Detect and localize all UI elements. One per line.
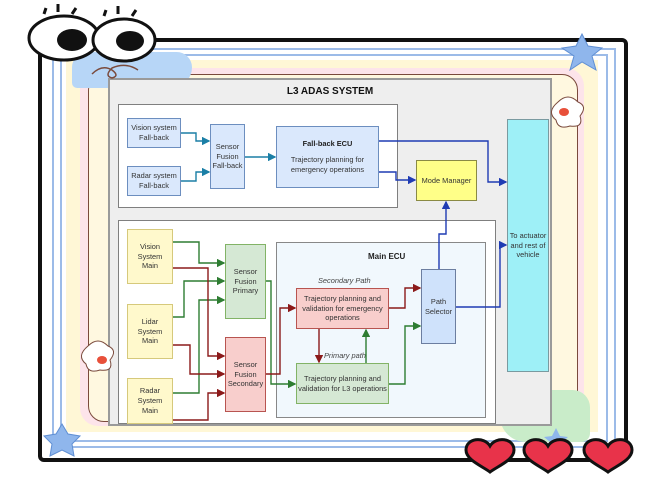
radar-fallback-node: Radar system Fall-back xyxy=(127,166,181,196)
sensor-fusion-fallback-node: Sensor Fusion Fall-back xyxy=(210,124,245,189)
edge-radar-primary xyxy=(173,295,226,394)
edge-l3-selector xyxy=(389,321,422,385)
lidar-main-node: Lidar System Main xyxy=(127,304,173,359)
edge-lidar-primary xyxy=(173,276,226,318)
edge-ecu-mode-manager xyxy=(379,171,417,185)
fallback-ecu-desc: Trajectory planning for emergency operat… xyxy=(290,155,365,174)
sensor-fusion-secondary-node: Sensor Fusion Secondary xyxy=(225,337,266,412)
radar-main-node: Radar System Main xyxy=(127,378,173,424)
vision-main-node: Vision System Main xyxy=(127,229,173,284)
diagram-title: L3 ADAS SYSTEM xyxy=(286,86,374,97)
mode-manager-node: Mode Manager xyxy=(416,160,477,201)
edge-vision-primary xyxy=(173,241,226,268)
secondary-path-label: Secondary Path xyxy=(318,276,371,285)
edge-selector-actuator xyxy=(456,240,508,308)
fallback-ecu-node: Fall-back ECU Trajectory planning for em… xyxy=(276,126,379,188)
vision-fallback-node: Vision system Fall-back xyxy=(127,118,181,148)
edge-primary-l3 xyxy=(266,280,297,389)
edge-vision-fb-fusion xyxy=(181,132,211,146)
edge-radar-fb-fusion xyxy=(181,167,211,182)
sensor-fusion-primary-node: Sensor Fusion Primary xyxy=(225,244,266,319)
edge-selector-mode-manager xyxy=(438,200,451,269)
edge-radar-secondary xyxy=(173,388,226,421)
frame-border xyxy=(60,54,608,442)
edge-lidar-secondary xyxy=(173,344,226,379)
actuator-node: To actuator and rest of vehicle xyxy=(507,119,549,372)
traj-emergency-node: Trajectory planning and validation for e… xyxy=(296,288,389,329)
traj-l3-node: Trajectory planning and validation for L… xyxy=(296,363,389,404)
frame-border xyxy=(52,48,616,448)
edge-emergency-selector xyxy=(389,283,422,309)
edge-secondary-emergency xyxy=(266,303,297,375)
path-selector-node: Path Selector xyxy=(421,269,456,344)
fallback-ecu-title: Fall-back ECU xyxy=(302,139,353,149)
edge-vision-secondary xyxy=(173,267,226,361)
primary-path-label: Primary path xyxy=(324,351,366,360)
main-ecu-title: Main ECU xyxy=(368,252,406,261)
edge-ecu-actuator xyxy=(379,140,508,187)
